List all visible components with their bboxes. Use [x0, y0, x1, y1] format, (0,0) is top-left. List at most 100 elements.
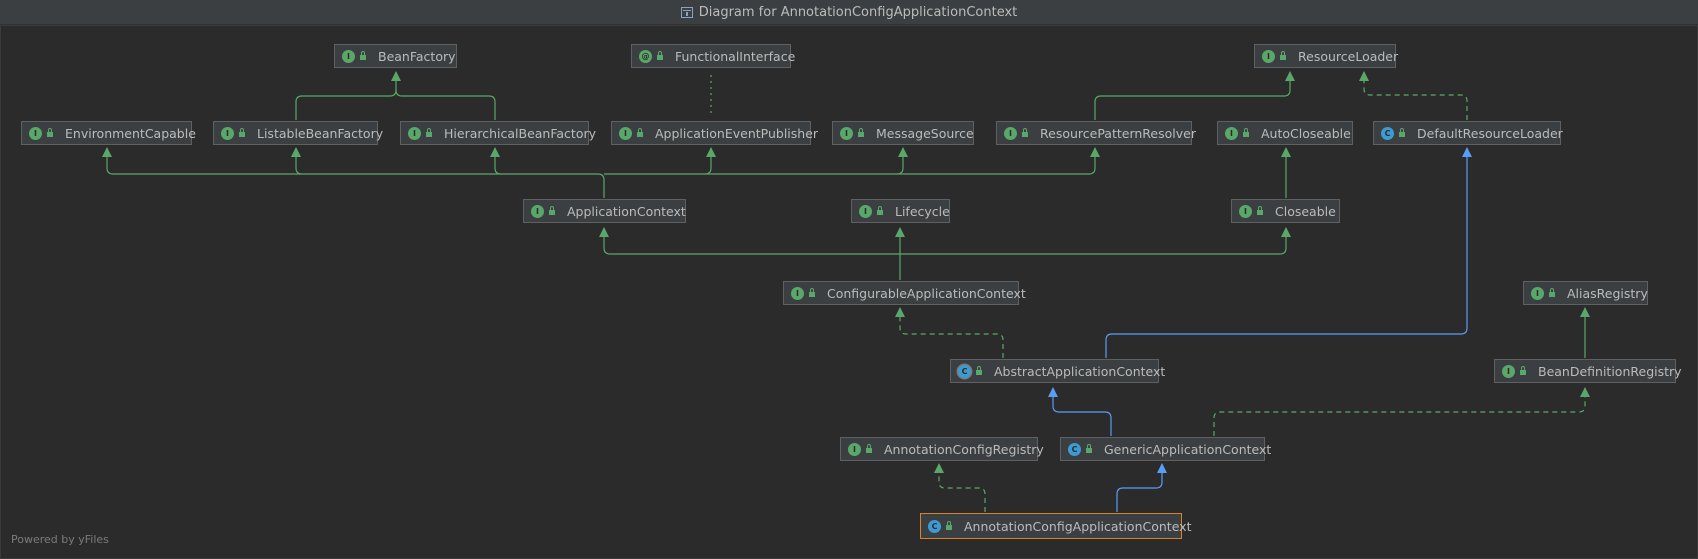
- public-lock-icon: [877, 206, 883, 215]
- interface-icon: I: [1502, 364, 1515, 378]
- public-lock-icon: [1549, 288, 1555, 297]
- edge-generic-to-abstract: [1048, 387, 1112, 436]
- node-application-event-publisher[interactable]: I ApplicationEventPublisher: [611, 121, 818, 145]
- interface-icon: I: [791, 286, 804, 300]
- public-lock-icon: [809, 288, 815, 297]
- public-lock-icon: [1243, 128, 1249, 137]
- public-lock-icon: [1257, 206, 1263, 215]
- interface-icon: I: [1262, 49, 1275, 63]
- node-label: AutoCloseable: [1261, 125, 1351, 141]
- public-lock-icon: [47, 128, 53, 137]
- node-label: GenericApplicationContext: [1104, 441, 1272, 457]
- edge-abstract-to-configurable: [895, 307, 1004, 358]
- interface-icon: I: [840, 126, 853, 140]
- interface-icon: I: [859, 204, 872, 218]
- interface-icon: I: [221, 126, 234, 140]
- interface-icon: I: [1531, 286, 1544, 300]
- node-label: MessageSource: [876, 125, 974, 141]
- node-hierarchical-bean-factory[interactable]: I HierarchicalBeanFactory: [400, 121, 596, 145]
- edge-appctx-to-listable: [291, 147, 303, 175]
- edge-appctx-to-publisher-line: [604, 147, 1100, 175]
- node-label: AliasRegistry: [1567, 285, 1648, 301]
- node-lifecycle[interactable]: I Lifecycle: [851, 199, 950, 223]
- interface-icon: I: [1225, 126, 1238, 140]
- edge-configurable-to-closeable: [900, 227, 1291, 255]
- edge-configurable-to-appctx: [599, 227, 900, 255]
- public-lock-icon: [1280, 51, 1286, 60]
- public-lock-icon: [239, 128, 245, 137]
- node-bean-factory[interactable]: I BeanFactory: [334, 44, 457, 68]
- edge-hierarchical-to-beanfactory: [395, 89, 496, 120]
- public-lock-icon: [1022, 128, 1028, 137]
- edge-annctx-to-registry: [934, 463, 986, 512]
- node-application-context[interactable]: I ApplicationContext: [523, 199, 686, 223]
- interface-icon: I: [1004, 126, 1017, 140]
- public-lock-icon: [657, 51, 663, 60]
- edge-appctx-to-hierarchical: [490, 147, 502, 175]
- class-icon: C: [1381, 126, 1394, 140]
- public-lock-icon: [360, 51, 366, 60]
- public-lock-icon: [549, 206, 555, 215]
- edge-annctx-to-generic: [1116, 463, 1167, 512]
- node-label: ResourceLoader: [1298, 48, 1399, 64]
- node-label: Lifecycle: [895, 203, 950, 219]
- class-icon: C: [1068, 442, 1081, 456]
- edge-generic-to-beandef: [1213, 387, 1590, 436]
- edge-appctx-to-messagesource: [896, 147, 908, 175]
- annotation-icon: @: [639, 49, 652, 63]
- edge-appctx-to-environment: [102, 147, 598, 175]
- node-label: BeanFactory: [378, 48, 456, 64]
- node-message-source[interactable]: I MessageSource: [832, 121, 974, 145]
- node-listable-bean-factory[interactable]: I ListableBeanFactory: [213, 121, 383, 145]
- edge-defaultloader-to-resourceloader: [1359, 71, 1468, 120]
- class-icon: C: [928, 519, 941, 533]
- interface-icon: I: [619, 126, 632, 140]
- interface-icon: I: [1239, 204, 1252, 218]
- node-label: Closeable: [1275, 203, 1336, 219]
- node-annotation-config-application-context[interactable]: C AnnotationConfigApplicationContext: [920, 513, 1191, 539]
- node-functional-interface[interactable]: @ FunctionalInterface: [631, 44, 795, 68]
- node-label: HierarchicalBeanFactory: [444, 125, 597, 141]
- node-bean-definition-registry[interactable]: I BeanDefinitionRegistry: [1494, 359, 1682, 383]
- node-resource-loader[interactable]: I ResourceLoader: [1254, 44, 1399, 68]
- node-label: ListableBeanFactory: [257, 125, 384, 141]
- node-label: ApplicationEventPublisher: [655, 125, 819, 141]
- node-resource-pattern-resolver[interactable]: I ResourcePatternResolver: [996, 121, 1196, 145]
- node-label: DefaultResourceLoader: [1417, 125, 1563, 141]
- interface-icon: I: [342, 49, 355, 63]
- edge-appctx-trunk: [597, 173, 605, 198]
- edge-listable-to-beanfactory: [295, 71, 401, 120]
- node-label: FunctionalInterface: [675, 48, 796, 64]
- node-annotation-config-registry[interactable]: I AnnotationConfigRegistry: [840, 437, 1044, 461]
- diagram-icon: [680, 6, 693, 18]
- interface-icon: I: [408, 126, 421, 140]
- public-lock-icon: [637, 128, 643, 137]
- node-label: ResourcePatternResolver: [1040, 125, 1196, 141]
- interface-icon: I: [848, 442, 861, 456]
- node-auto-closeable[interactable]: I AutoCloseable: [1217, 121, 1353, 145]
- node-configurable-application-context[interactable]: I ConfigurableApplicationContext: [783, 281, 1026, 305]
- node-default-resource-loader[interactable]: C DefaultResourceLoader: [1373, 121, 1563, 145]
- public-lock-icon: [866, 444, 872, 453]
- edge-appctx-to-publisher: [704, 147, 716, 175]
- public-lock-icon: [1520, 366, 1526, 375]
- node-closeable[interactable]: I Closeable: [1231, 199, 1340, 223]
- powered-by-label: Powered by yFiles: [11, 533, 109, 546]
- node-label: AbstractApplicationContext: [994, 363, 1166, 379]
- public-lock-icon: [426, 128, 432, 137]
- node-alias-registry[interactable]: I AliasRegistry: [1523, 281, 1648, 305]
- node-label: BeanDefinitionRegistry: [1538, 363, 1682, 379]
- window-title-bar: Diagram for AnnotationConfigApplicationC…: [0, 0, 1698, 25]
- node-generic-application-context[interactable]: C GenericApplicationContext: [1060, 437, 1271, 461]
- node-abstract-application-context[interactable]: C AbstractApplicationContext: [950, 359, 1165, 383]
- interface-icon: I: [531, 204, 544, 218]
- node-label: ConfigurableApplicationContext: [827, 285, 1026, 301]
- public-lock-icon: [1086, 444, 1092, 453]
- public-lock-icon: [946, 521, 952, 530]
- abstract-class-icon: C: [958, 364, 971, 378]
- window-title: Diagram for AnnotationConfigApplicationC…: [698, 4, 1018, 20]
- node-label: ApplicationContext: [567, 203, 686, 219]
- node-label: EnvironmentCapable: [65, 125, 196, 141]
- node-environment-capable[interactable]: I EnvironmentCapable: [21, 121, 196, 145]
